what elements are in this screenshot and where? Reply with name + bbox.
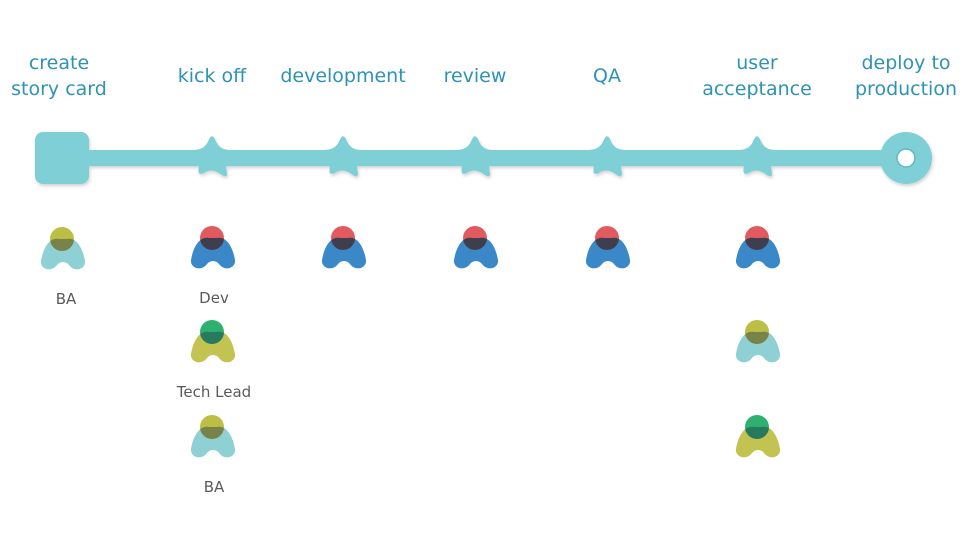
stage-label-2: development	[280, 65, 406, 87]
person-body	[735, 331, 781, 363]
role-label-ba: BA	[203, 478, 225, 496]
person-overlap	[745, 426, 769, 439]
person-body	[40, 238, 86, 270]
end-marker-hole	[897, 149, 915, 167]
role-label-lead: Tech Lead	[176, 383, 252, 401]
person-lead-9	[735, 415, 781, 458]
person-ba-8	[735, 320, 781, 363]
stage-label-5: user acceptance	[702, 52, 812, 100]
stage-marker-3	[453, 136, 496, 177]
start-marker	[35, 132, 89, 184]
stage-marker-5	[735, 136, 778, 177]
person-head	[200, 320, 224, 344]
person-body	[321, 237, 367, 269]
stage-marker-1	[190, 136, 233, 177]
person-body	[735, 426, 781, 458]
person-overlap	[200, 237, 224, 250]
person-body	[190, 237, 236, 269]
person-overlap	[200, 331, 224, 344]
person-dev-5	[453, 226, 499, 269]
person-ba-0	[40, 227, 86, 270]
stage-label-0: create story card	[11, 52, 107, 100]
person-head	[745, 415, 769, 439]
person-body	[453, 237, 499, 269]
person-head	[200, 415, 224, 439]
person-head	[50, 227, 74, 251]
end-marker-hole-rim	[896, 148, 916, 168]
stage-label-1: kick off	[177, 65, 247, 87]
person-dev-6	[585, 226, 631, 269]
person-overlap	[200, 426, 224, 439]
person-dev-7	[735, 226, 781, 269]
person-overlap	[463, 237, 487, 250]
person-dev-1	[190, 226, 236, 269]
person-head	[745, 320, 769, 344]
stage-label-3: review	[443, 65, 507, 87]
person-body	[585, 237, 631, 269]
person-overlap	[331, 237, 355, 250]
stage-label-6: deploy to production	[854, 52, 958, 100]
person-overlap	[595, 237, 619, 250]
person-body	[735, 237, 781, 269]
person-dev-4	[321, 226, 367, 269]
stage-label-4: QA	[593, 65, 621, 87]
person-body	[190, 426, 236, 458]
person-overlap	[745, 237, 769, 250]
person-overlap	[50, 238, 74, 251]
person-lead-2	[190, 320, 236, 363]
stage-marker-2	[321, 136, 364, 177]
person-ba-3	[190, 415, 236, 458]
role-label-ba: BA	[55, 290, 77, 308]
role-label-dev: Dev	[199, 289, 229, 307]
stage-marker-4	[585, 136, 628, 177]
track-group	[35, 132, 932, 184]
person-body	[190, 331, 236, 363]
person-overlap	[745, 331, 769, 344]
